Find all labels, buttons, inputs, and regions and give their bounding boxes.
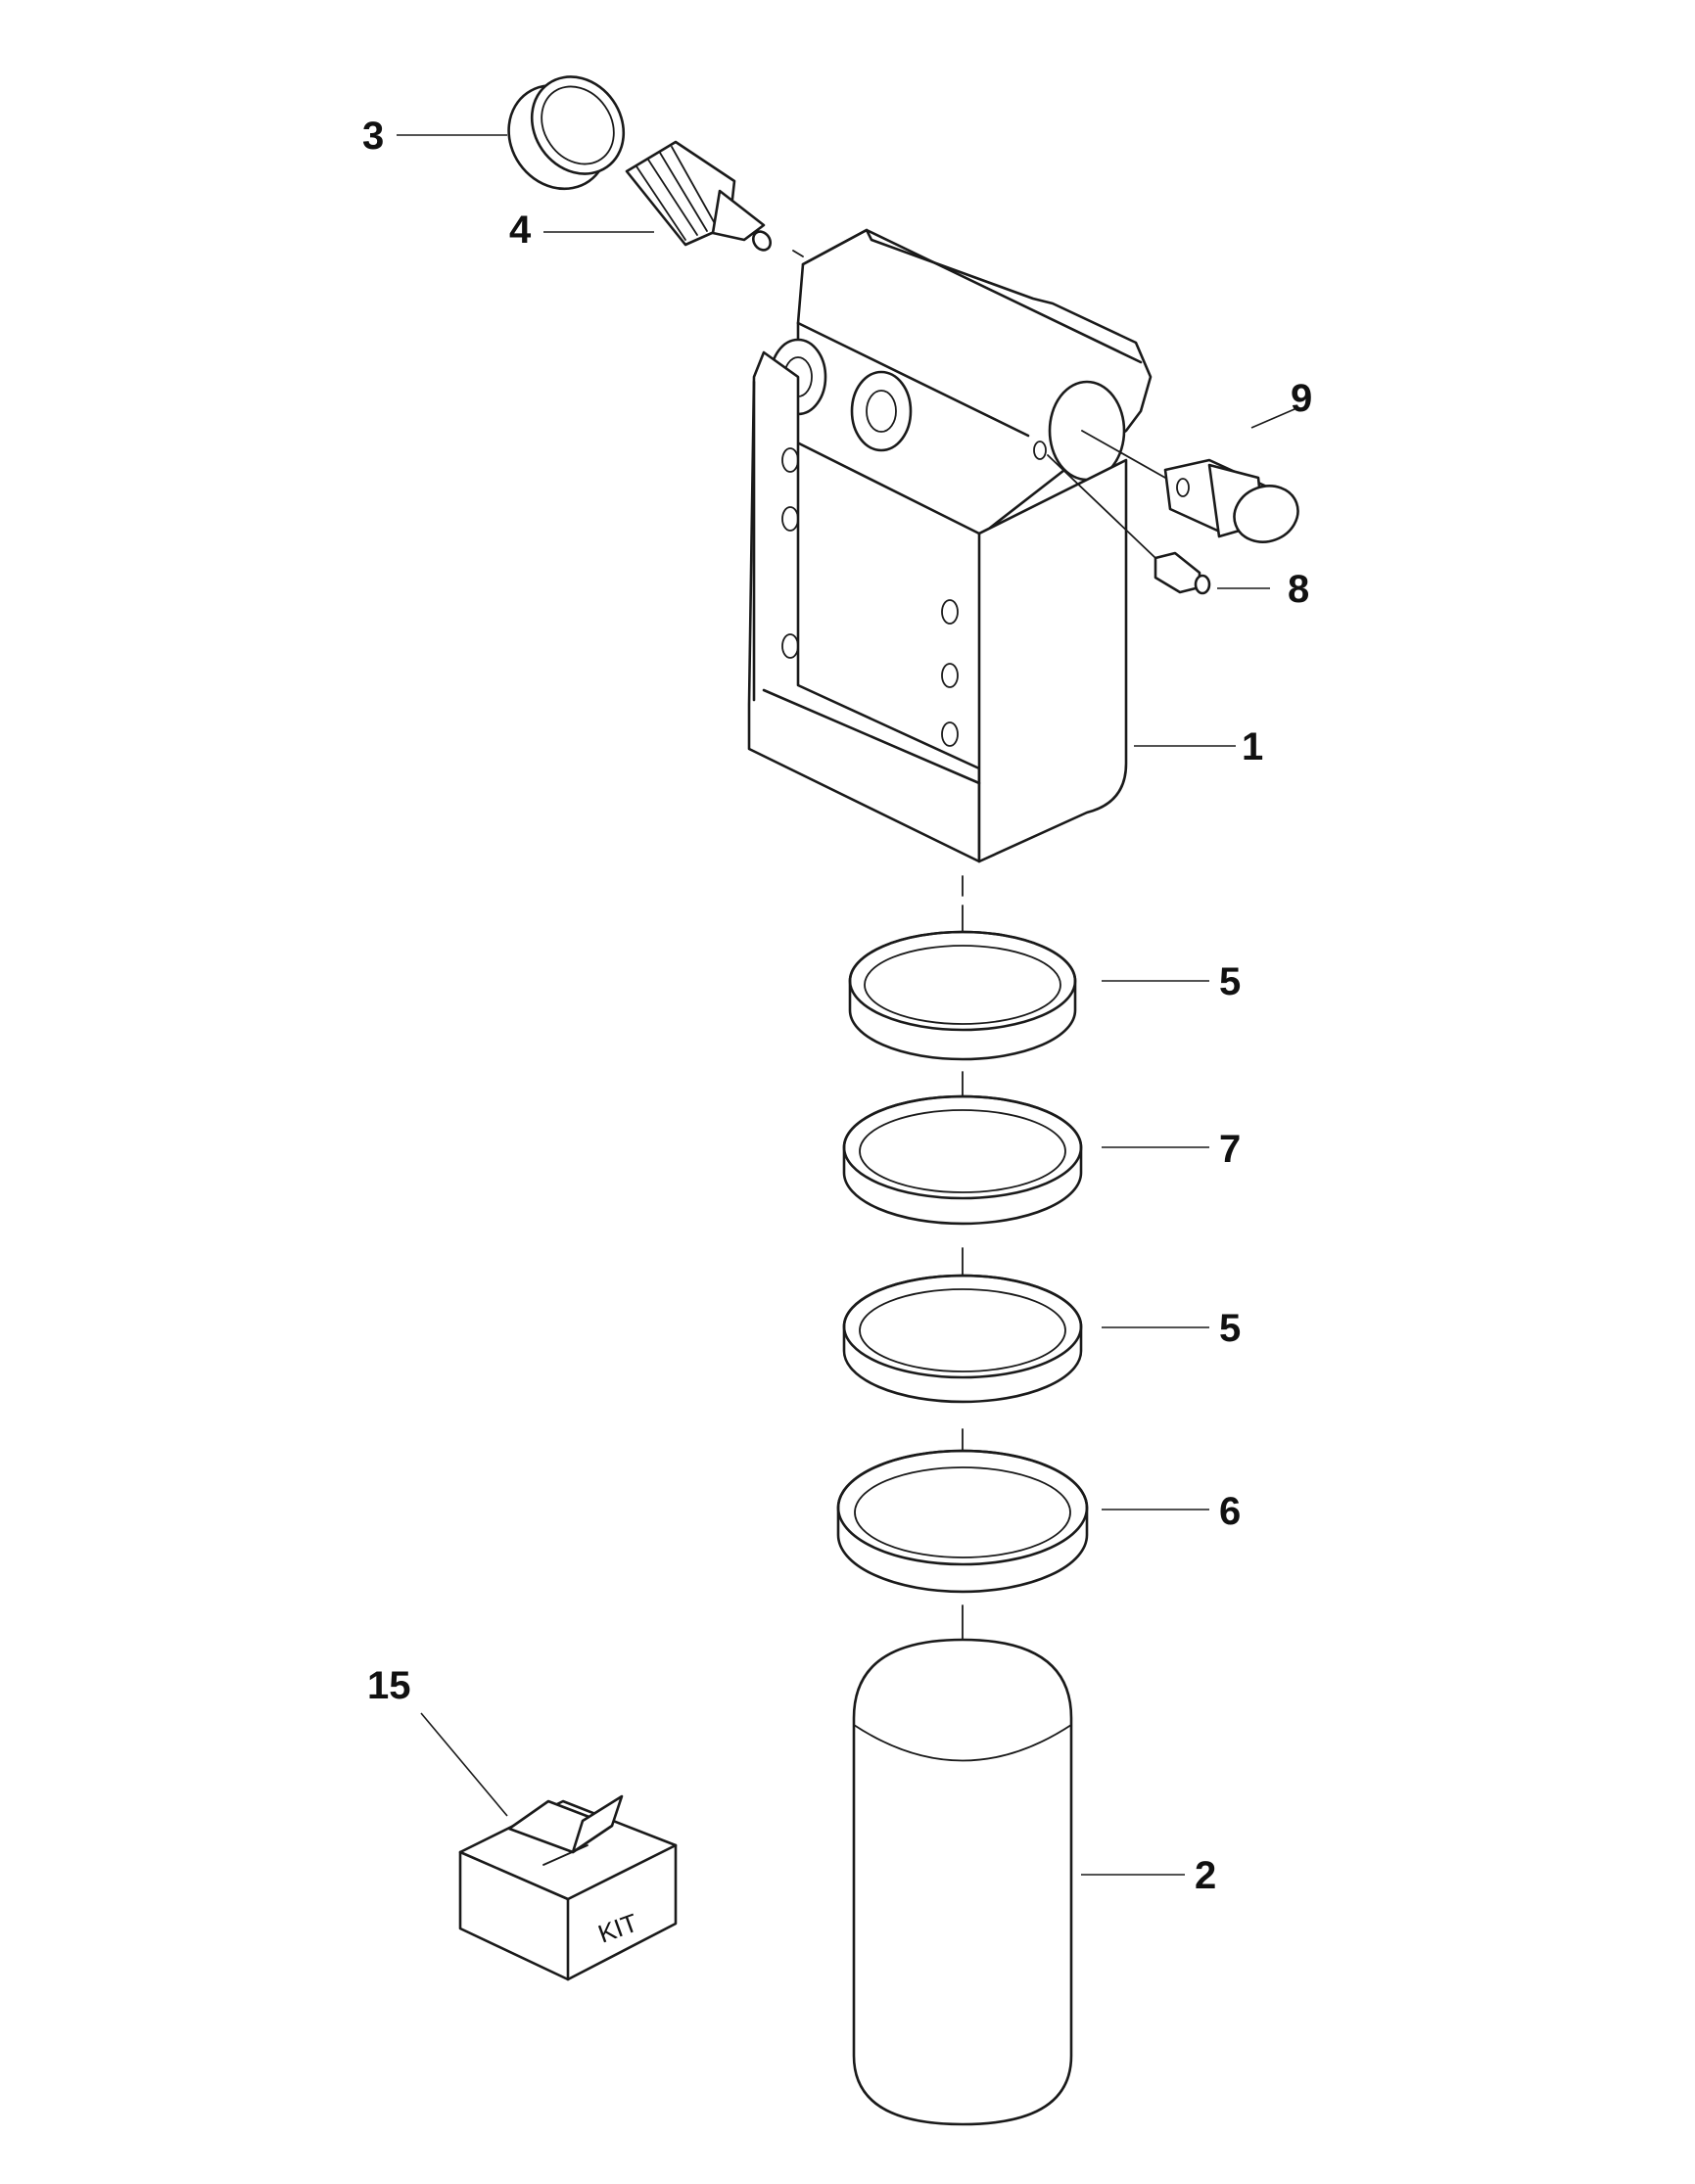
part-9-relief-valve: [1163, 458, 1299, 543]
callout-5-upper: 5: [1219, 960, 1241, 1003]
part-7-ring: [842, 1094, 1083, 1226]
leader-lines: [397, 134, 1295, 1876]
callout-2: 2: [1195, 1854, 1216, 1897]
part-8-fitting: [1154, 551, 1211, 595]
part-4-threaded-nozzle: [625, 140, 773, 252]
callout-8: 8: [1288, 568, 1309, 611]
part-3-cap: [507, 75, 626, 191]
callout-7: 7: [1219, 1128, 1241, 1171]
callout-15: 15: [367, 1664, 411, 1707]
part-5-ring-upper: [848, 930, 1077, 1061]
callout-5-lower: 5: [1219, 1307, 1241, 1350]
part-5-ring-lower: [842, 1274, 1083, 1404]
callout-labels: 3 4 9 8 1 5 7 5 6 15 2: [362, 115, 1312, 1897]
callout-1: 1: [1242, 725, 1263, 768]
part-2-filter-cartridge: [852, 1638, 1073, 2126]
callout-9: 9: [1291, 377, 1312, 420]
part-15-kit-box: KIT: [458, 1794, 678, 1981]
part-1-housing: [747, 228, 1153, 863]
part-6-ring: [836, 1449, 1089, 1594]
callout-4: 4: [509, 209, 532, 252]
callout-6: 6: [1219, 1490, 1241, 1533]
callout-3: 3: [362, 115, 384, 158]
